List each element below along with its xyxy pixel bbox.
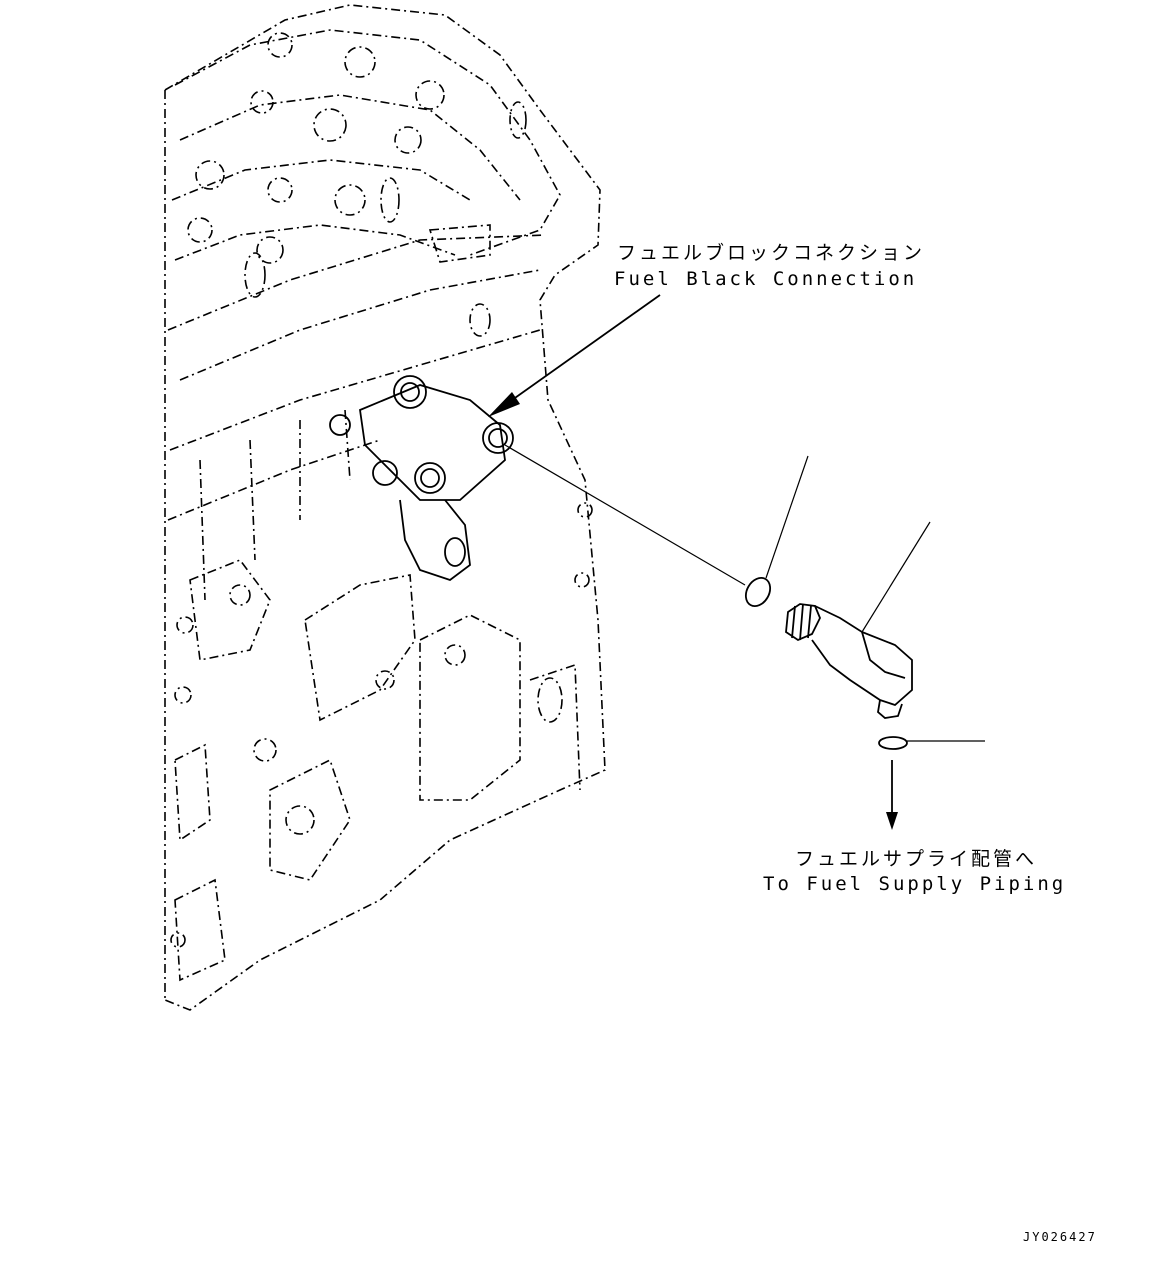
elbow-connector — [785, 521, 931, 719]
fuel-supply-piping-label-en: To Fuel Supply Piping — [763, 873, 1067, 895]
fuel-block-connection-label-jp: フュエルブロックコネクション — [617, 242, 926, 264]
assembly-centerline — [504, 444, 746, 586]
fuel-block-housing — [329, 375, 514, 582]
o-ring-lower — [878, 736, 985, 750]
fuel-block-connection-label-en: Fuel Black Connection — [614, 268, 918, 290]
engine-block — [164, 4, 606, 1011]
fuel-supply-piping-label-jp: フュエルサプライ配管へ — [795, 848, 1038, 870]
o-ring-upper — [744, 455, 809, 608]
connection-leader — [488, 294, 661, 417]
drawing-reference-number: JY026427 — [1023, 1230, 1097, 1244]
supply-piping-arrow — [886, 760, 898, 830]
